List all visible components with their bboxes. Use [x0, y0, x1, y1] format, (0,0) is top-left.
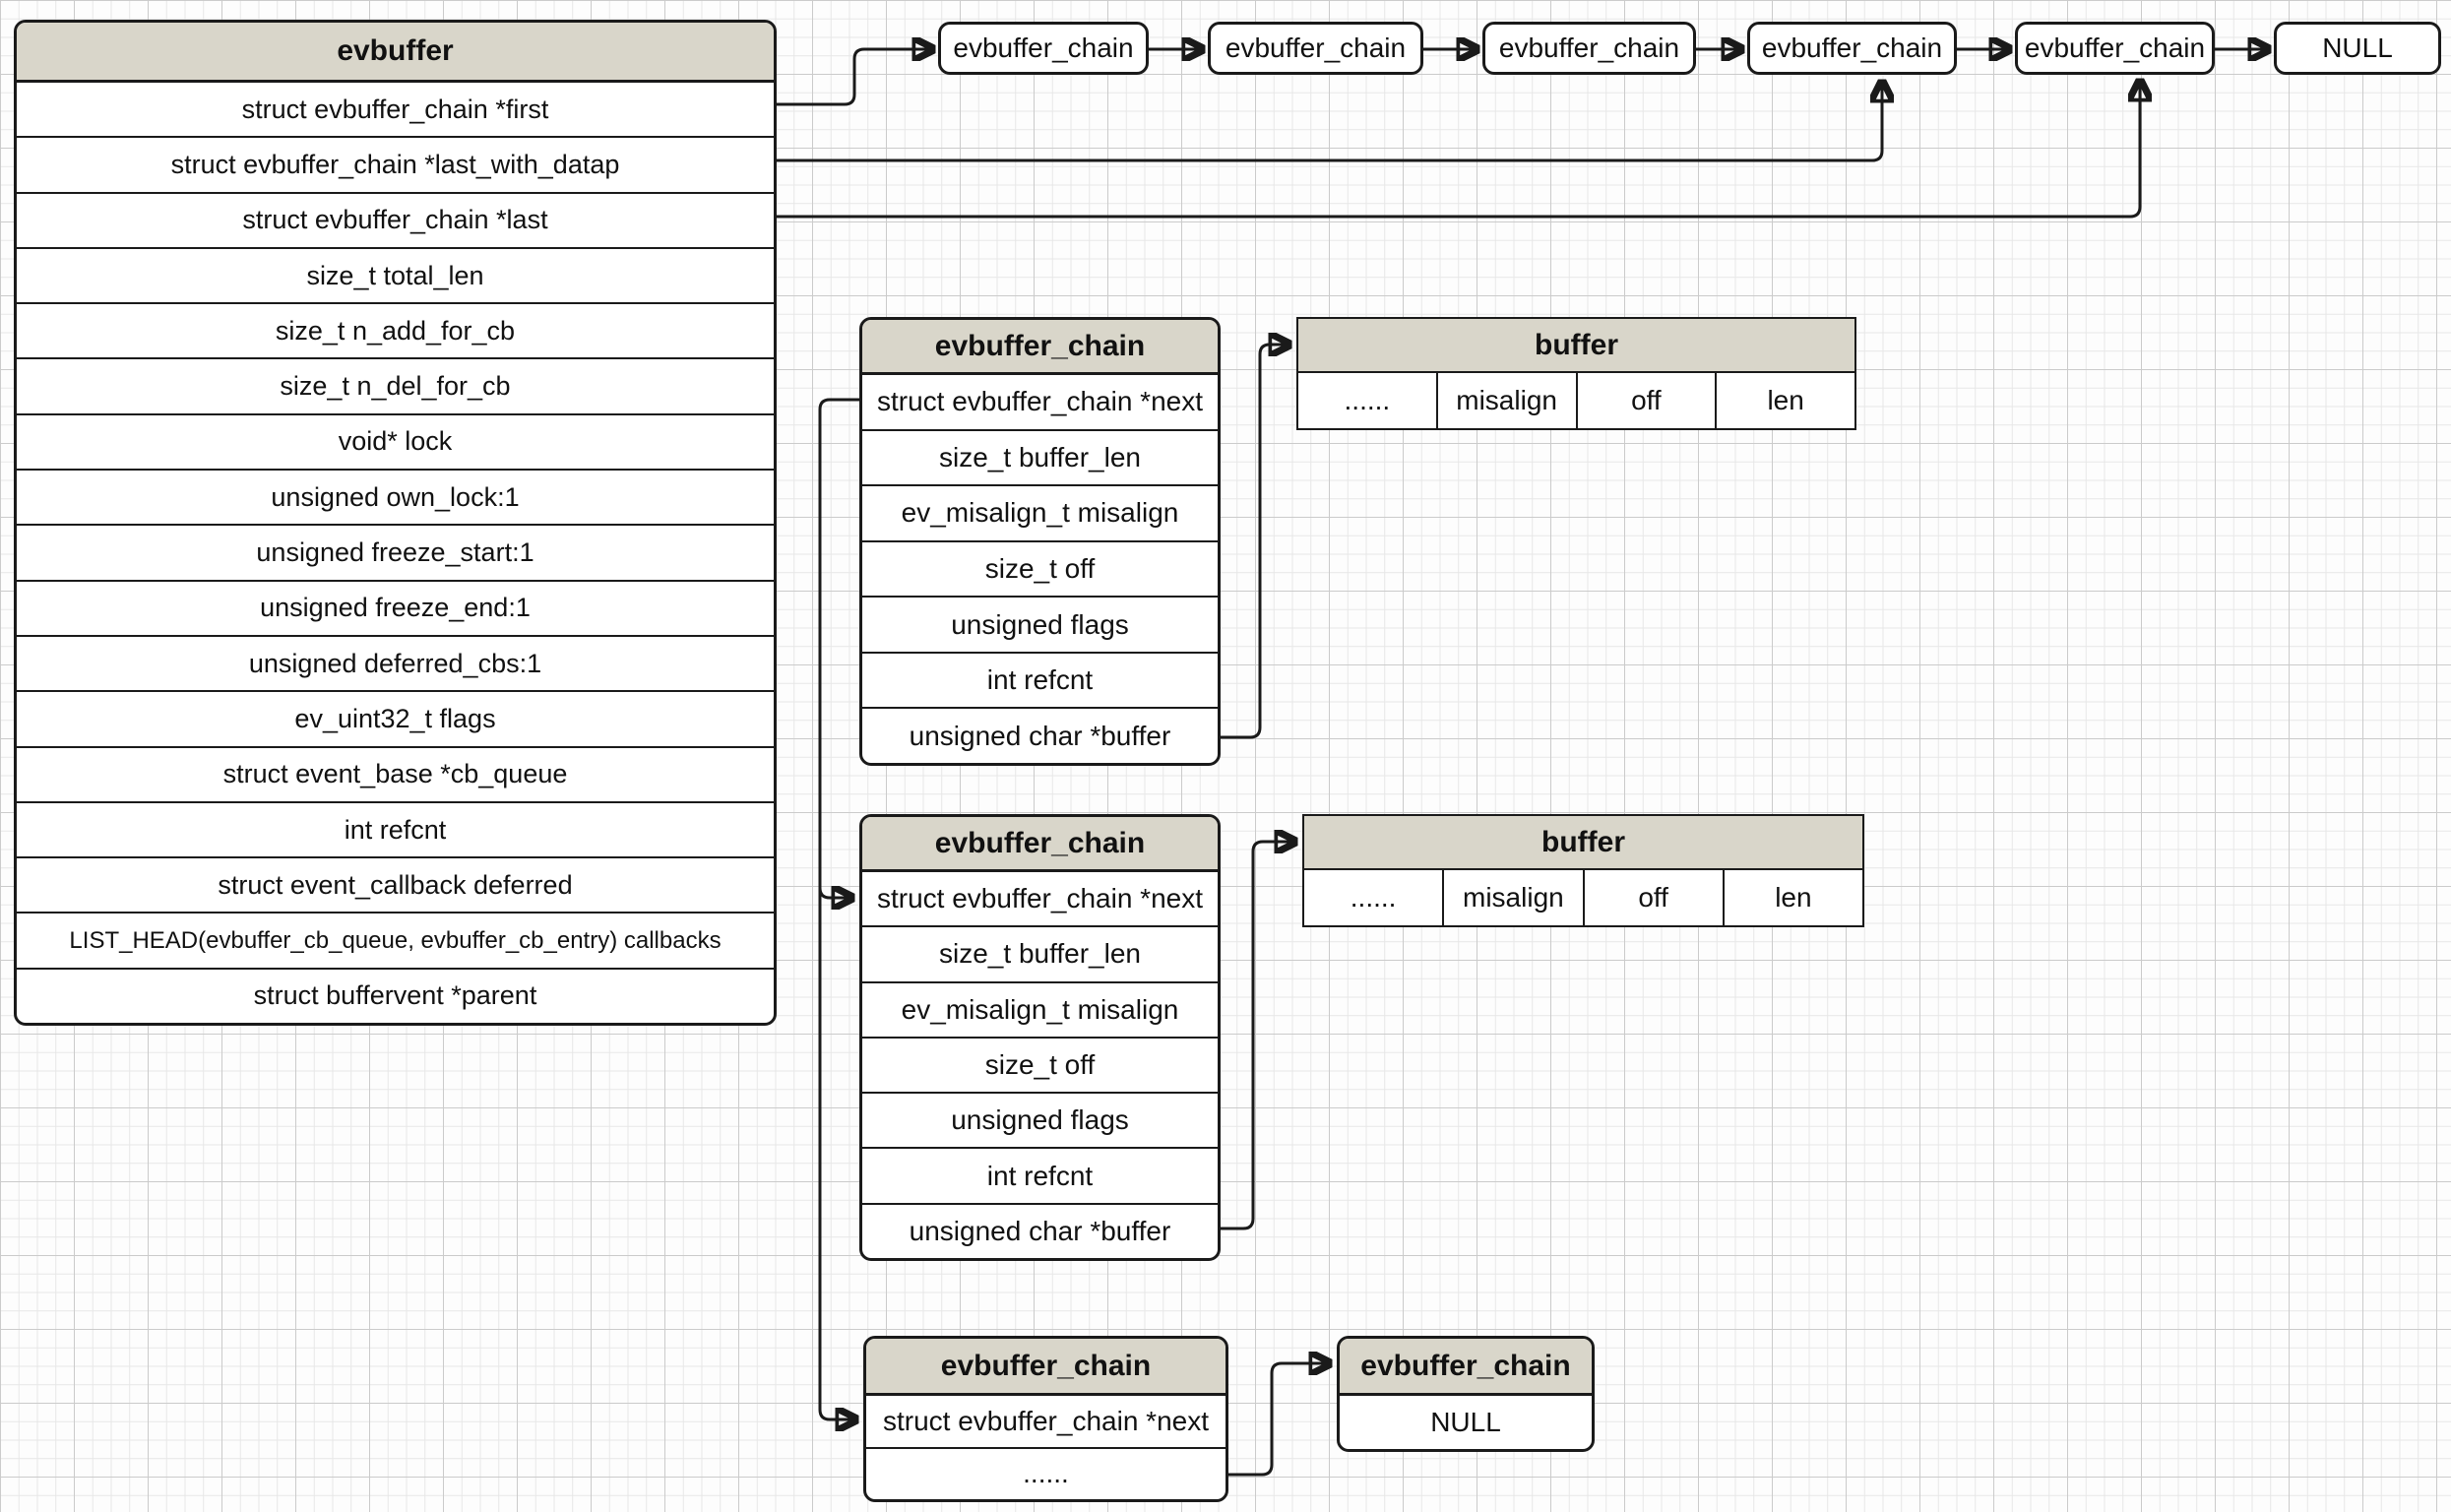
table-row: size_t buffer_len — [862, 925, 1218, 980]
arrow-next-trunk-to-chain-table-3 — [818, 398, 859, 1419]
chain-node-2: evbuffer_chain — [1208, 22, 1423, 75]
table-row: unsigned deferred_cbs:1 — [17, 634, 774, 690]
evbuffer-chain-table-2: evbuffer_chain struct evbuffer_chain *ne… — [859, 814, 1221, 1261]
buffer-cell: off — [1582, 870, 1723, 925]
table-row: unsigned char *buffer — [862, 707, 1218, 763]
buffer-cell: off — [1575, 373, 1716, 428]
chain-node-5: evbuffer_chain — [2015, 22, 2215, 75]
table-row: size_t total_len — [17, 246, 774, 302]
terminal-node-title: evbuffer_chain — [1340, 1339, 1592, 1396]
table-row: size_t buffer_len — [862, 428, 1218, 485]
table-row: unsigned flags — [862, 596, 1218, 652]
buffer-table-1-title: buffer — [1298, 319, 1854, 373]
chain-table-3-rows: struct evbuffer_chain *next...... — [866, 1396, 1226, 1499]
chain-table-1-rows: struct evbuffer_chain *next size_t buffer… — [862, 375, 1218, 763]
table-row: struct evbuffer_chain *first — [241, 94, 549, 124]
terminal-chain-node: evbuffer_chain NULL — [1337, 1336, 1595, 1452]
arrow-chain-table-3-to-terminal — [1228, 1363, 1329, 1477]
evbuffer-table-rows: struct evbuffer_chain *first struct evbuf… — [17, 83, 774, 1023]
table-row: size_t off — [862, 539, 1218, 597]
chain-node-1: evbuffer_chain — [938, 22, 1149, 75]
buffer-cell: len — [1715, 373, 1854, 428]
terminal-node-rows: NULL — [1340, 1396, 1592, 1449]
table-row: unsigned freeze_start:1 — [17, 524, 774, 579]
chain-table-1-title: evbuffer_chain — [862, 320, 1218, 375]
chain-node-3: evbuffer_chain — [1482, 22, 1696, 75]
table-row: LIST_HEAD(evbuffer_cb_queue, evbuffer_cb… — [17, 912, 774, 967]
table-row: size_t n_add_for_cb — [17, 302, 774, 357]
chain-table-3-title: evbuffer_chain — [866, 1339, 1226, 1396]
chain-table-2-title: evbuffer_chain — [862, 817, 1218, 872]
arrow-last-with-datap-to-chain-node-4 — [777, 83, 1882, 162]
evbuffer-chain-table-1: evbuffer_chain struct evbuffer_chain *ne… — [859, 317, 1221, 766]
table-row: struct event_callback deferred — [17, 856, 774, 912]
null-terminator-node: NULL — [2274, 22, 2441, 75]
table-row: struct evbuffer_chain *next — [876, 883, 1203, 914]
buffer-cell: ...... — [1350, 882, 1397, 913]
table-row: unsigned freeze_end:1 — [17, 579, 774, 635]
arrow-last-to-chain-node-5 — [777, 82, 2140, 219]
table-row: ev_misalign_t misalign — [862, 484, 1218, 540]
table-row: ev_misalign_t misalign — [862, 980, 1218, 1037]
table-row: int refcnt — [862, 651, 1218, 708]
buffer-cell: len — [1722, 870, 1862, 925]
table-row: int refcnt — [862, 1147, 1218, 1202]
table-row: struct buffervent *parent — [17, 967, 774, 1023]
table-row: void* lock — [17, 412, 774, 469]
evbuffer-chain-table-3: evbuffer_chain struct evbuffer_chain *ne… — [863, 1336, 1228, 1502]
table-row: size_t n_del_for_cb — [17, 357, 774, 412]
table-row: ev_uint32_t flags — [17, 690, 774, 745]
table-row: struct evbuffer_chain *last — [17, 191, 774, 247]
evbuffer-table-title: evbuffer — [17, 23, 774, 83]
buffer-cell: misalign — [1442, 870, 1582, 925]
buffer-table-2-title: buffer — [1304, 816, 1862, 870]
chain-node-4: evbuffer_chain — [1747, 22, 1957, 75]
table-row: unsigned own_lock:1 — [17, 469, 774, 524]
table-row: int refcnt — [17, 800, 774, 856]
table-row: struct event_base *cb_queue — [17, 745, 774, 801]
arrow-buffer-pointer-1 — [1221, 345, 1288, 739]
arrow-next-branch-to-chain-table-2 — [818, 881, 851, 898]
table-row: NULL — [1430, 1407, 1501, 1437]
arrow-first-to-chain-node-1 — [777, 49, 932, 106]
table-row: struct evbuffer_chain *last_with_datap — [17, 136, 774, 191]
table-row: size_t off — [862, 1036, 1218, 1092]
buffer-cell: ...... — [1344, 385, 1391, 415]
table-row: unsigned flags — [862, 1092, 1218, 1147]
chain-table-2-rows: struct evbuffer_chain *next size_t buffer… — [862, 872, 1218, 1258]
buffer-cell: misalign — [1435, 373, 1576, 428]
table-row: unsigned char *buffer — [862, 1202, 1218, 1258]
table-row: struct evbuffer_chain *next — [882, 1405, 1209, 1436]
table-row: struct evbuffer_chain *next — [876, 386, 1203, 417]
arrow-buffer-pointer-2 — [1221, 842, 1294, 1230]
table-row: ...... — [866, 1446, 1226, 1500]
